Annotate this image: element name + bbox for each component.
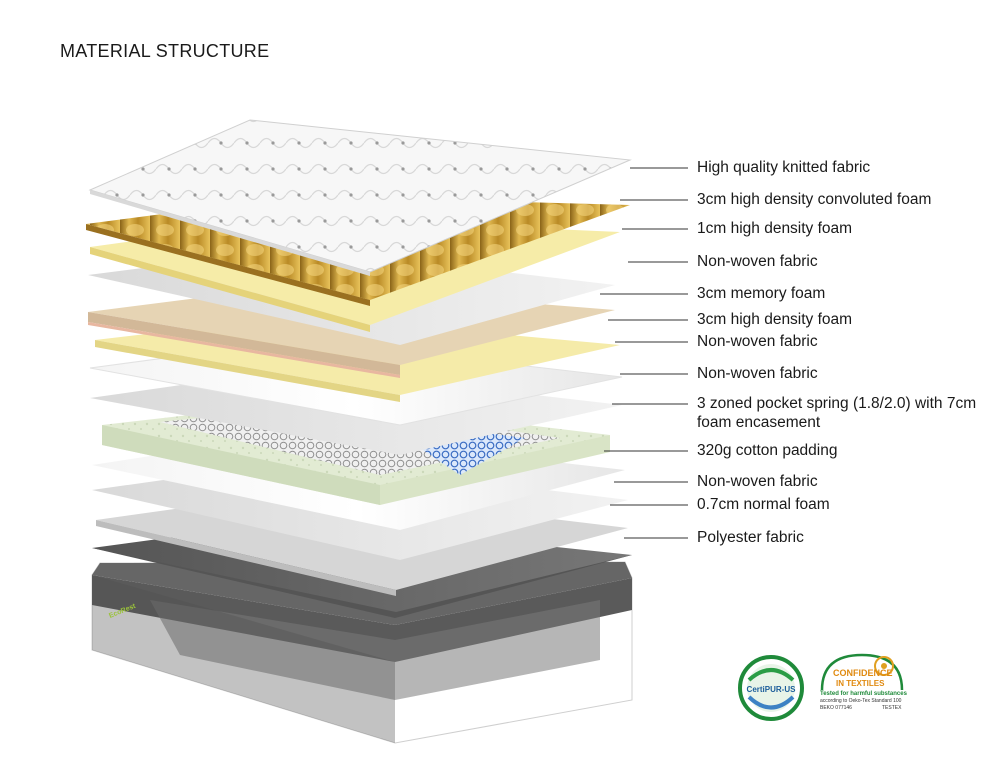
label-nonwoven-1: Non-woven fabric (697, 253, 818, 270)
label-1cm-foam: 1cm high density foam (697, 220, 853, 237)
label-nonwoven-4: Non-woven fabric (697, 473, 818, 490)
page-title: MATERIAL STRUCTURE (60, 41, 270, 61)
label-knitted-fabric: High quality knitted fabric (697, 159, 871, 176)
oeko-code: BEKO 077146 (820, 705, 852, 711)
layer-knitted-fabric (88, 119, 632, 276)
label-cotton-padding: 320g cotton padding (697, 442, 838, 459)
oeko-brand: TESTEX (882, 705, 902, 711)
oeko-line2: IN TEXTILES (836, 679, 885, 688)
certipur-badge: CertiPUR-US (738, 655, 804, 721)
label-high-density-foam: 3cm high density foam (697, 311, 853, 328)
oeko-line3: Tested for harmful substances (820, 691, 908, 697)
label-nonwoven-2: Non-woven fabric (697, 333, 818, 350)
label-memory-foam: 3cm memory foam (697, 285, 826, 302)
label-pocket-spring: 3 zoned pocket spring (1.8/2.0) with 7cm… (697, 395, 977, 431)
oeko-line1: CONFIDENCE (833, 668, 893, 678)
label-normal-foam: 0.7cm normal foam (697, 496, 830, 513)
leader-lines (600, 167, 688, 539)
label-nonwoven-3: Non-woven fabric (697, 365, 818, 382)
label-convoluted-foam: 3cm high density convoluted foam (697, 191, 932, 208)
base-mattress: EcoRest (91, 561, 633, 744)
certipur-text: CertiPUR-US (747, 685, 797, 694)
label-polyester-fabric: Polyester fabric (697, 529, 804, 546)
oeko-line4: according to Oeko-Tex Standard 100 (820, 698, 902, 704)
oeko-tex-badge: CONFIDENCE IN TEXTILES Tested for harmfu… (820, 653, 908, 711)
